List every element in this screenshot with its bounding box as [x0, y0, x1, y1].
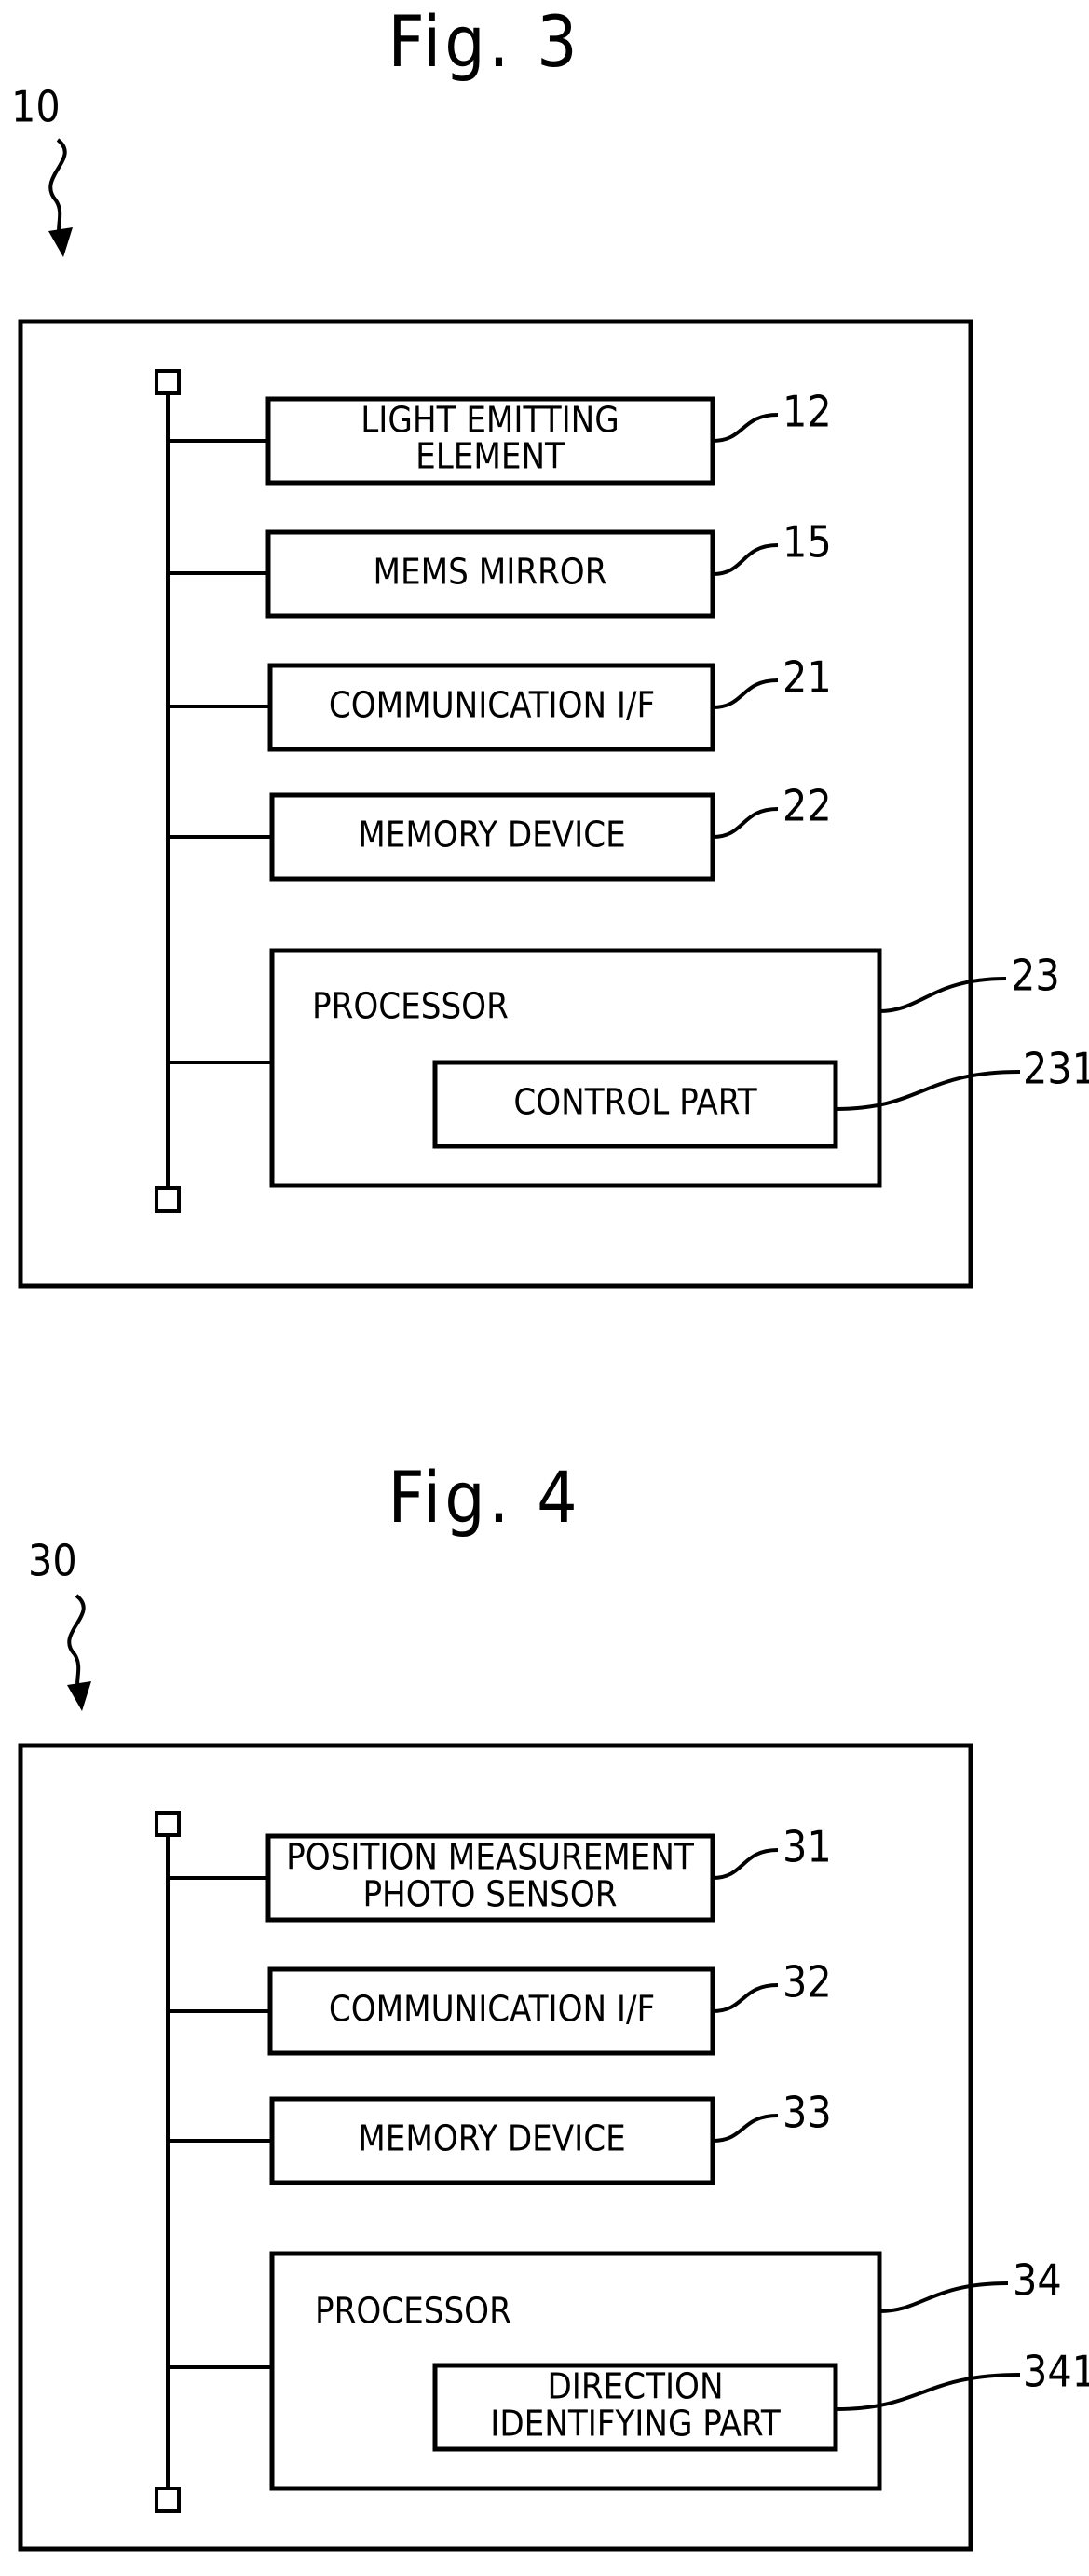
communication-if-box-fig4 — [267, 1966, 715, 2056]
communication-if-box-fig3 — [267, 663, 715, 752]
ref-341-leader — [835, 2373, 1021, 2411]
ref-341: 341 — [1023, 2347, 1089, 2397]
direction-identifying-label-line1: DIRECTION — [547, 2366, 723, 2407]
ref-21: 21 — [783, 652, 832, 703]
figure-3-title: Fig. 3 — [388, 0, 580, 83]
control-part-label: CONTROL PART — [513, 1082, 756, 1123]
ref-32: 32 — [783, 1957, 832, 2007]
fig4-bus-top-terminal — [155, 1811, 181, 1837]
direction-identifying-label-line2: IDENTIFYING PART — [490, 2404, 781, 2445]
ref-33-leader — [712, 2114, 779, 2143]
device-10-arrowhead — [48, 227, 73, 257]
device-30-leader — [67, 1594, 86, 1697]
ref-231: 231 — [1023, 1044, 1089, 1094]
figure-4: Fig. 4 30 POSITION MEASUREMENT PHOTO SEN… — [18, 1456, 1089, 2552]
communication-if-label-fig3: COMMUNICATION I/F — [329, 685, 655, 726]
ref-34: 34 — [1013, 2255, 1062, 2306]
ref-31-leader — [712, 1848, 779, 1880]
memory-device-label-fig3: MEMORY DEVICE — [358, 815, 625, 856]
ref-15-leader — [712, 543, 779, 576]
processor-label-fig4: PROCESSOR — [315, 2291, 511, 2332]
ref-23: 23 — [1011, 951, 1060, 1001]
fig3-bus-bottom-terminal — [155, 1186, 181, 1213]
fig4-bus-bottom-terminal — [155, 2487, 181, 2513]
ref-31: 31 — [783, 1822, 832, 1872]
ref-12-leader — [712, 413, 779, 443]
light-emitting-element-label-line1: LIGHT EMITTING — [361, 400, 619, 441]
device-10-ref: 10 — [11, 82, 61, 132]
light-emitting-element-label-line2: ELEMENT — [415, 436, 565, 477]
ref-21-leader — [712, 678, 779, 709]
fig3-bus-top-terminal — [155, 369, 181, 395]
processor-label-fig3: PROCESSOR — [312, 986, 509, 1027]
position-measurement-label-line2: PHOTO SENSOR — [362, 1874, 617, 1915]
ref-12: 12 — [783, 387, 832, 437]
ref-15: 15 — [783, 517, 832, 568]
ref-32-leader — [712, 1983, 779, 2013]
memory-device-label-fig4: MEMORY DEVICE — [358, 2118, 625, 2159]
direction-identifying-part-box — [432, 2363, 838, 2452]
device-30-ref: 30 — [28, 1536, 77, 1586]
position-measurement-label-line1: POSITION MEASUREMENT — [286, 1837, 694, 1878]
ref-22-leader — [712, 807, 779, 839]
ref-34-leader — [878, 2281, 1009, 2313]
mems-mirror-label: MEMS MIRROR — [374, 552, 607, 593]
mems-mirror-box — [265, 529, 715, 619]
ref-23-leader — [878, 977, 1007, 1013]
device-30-arrowhead — [67, 1681, 91, 1711]
control-part-box — [432, 1060, 838, 1149]
figure-4-title: Fig. 4 — [388, 1456, 580, 1539]
communication-if-label-fig4: COMMUNICATION I/F — [329, 1989, 655, 2030]
ref-231-leader — [835, 1070, 1021, 1111]
figure-3: Fig. 3 10 LIGHT EMITTING ELEMENT 12 MEMS… — [11, 0, 1089, 1289]
ref-33: 33 — [783, 2088, 832, 2138]
ref-22: 22 — [783, 781, 832, 831]
device-10-leader — [48, 138, 67, 243]
